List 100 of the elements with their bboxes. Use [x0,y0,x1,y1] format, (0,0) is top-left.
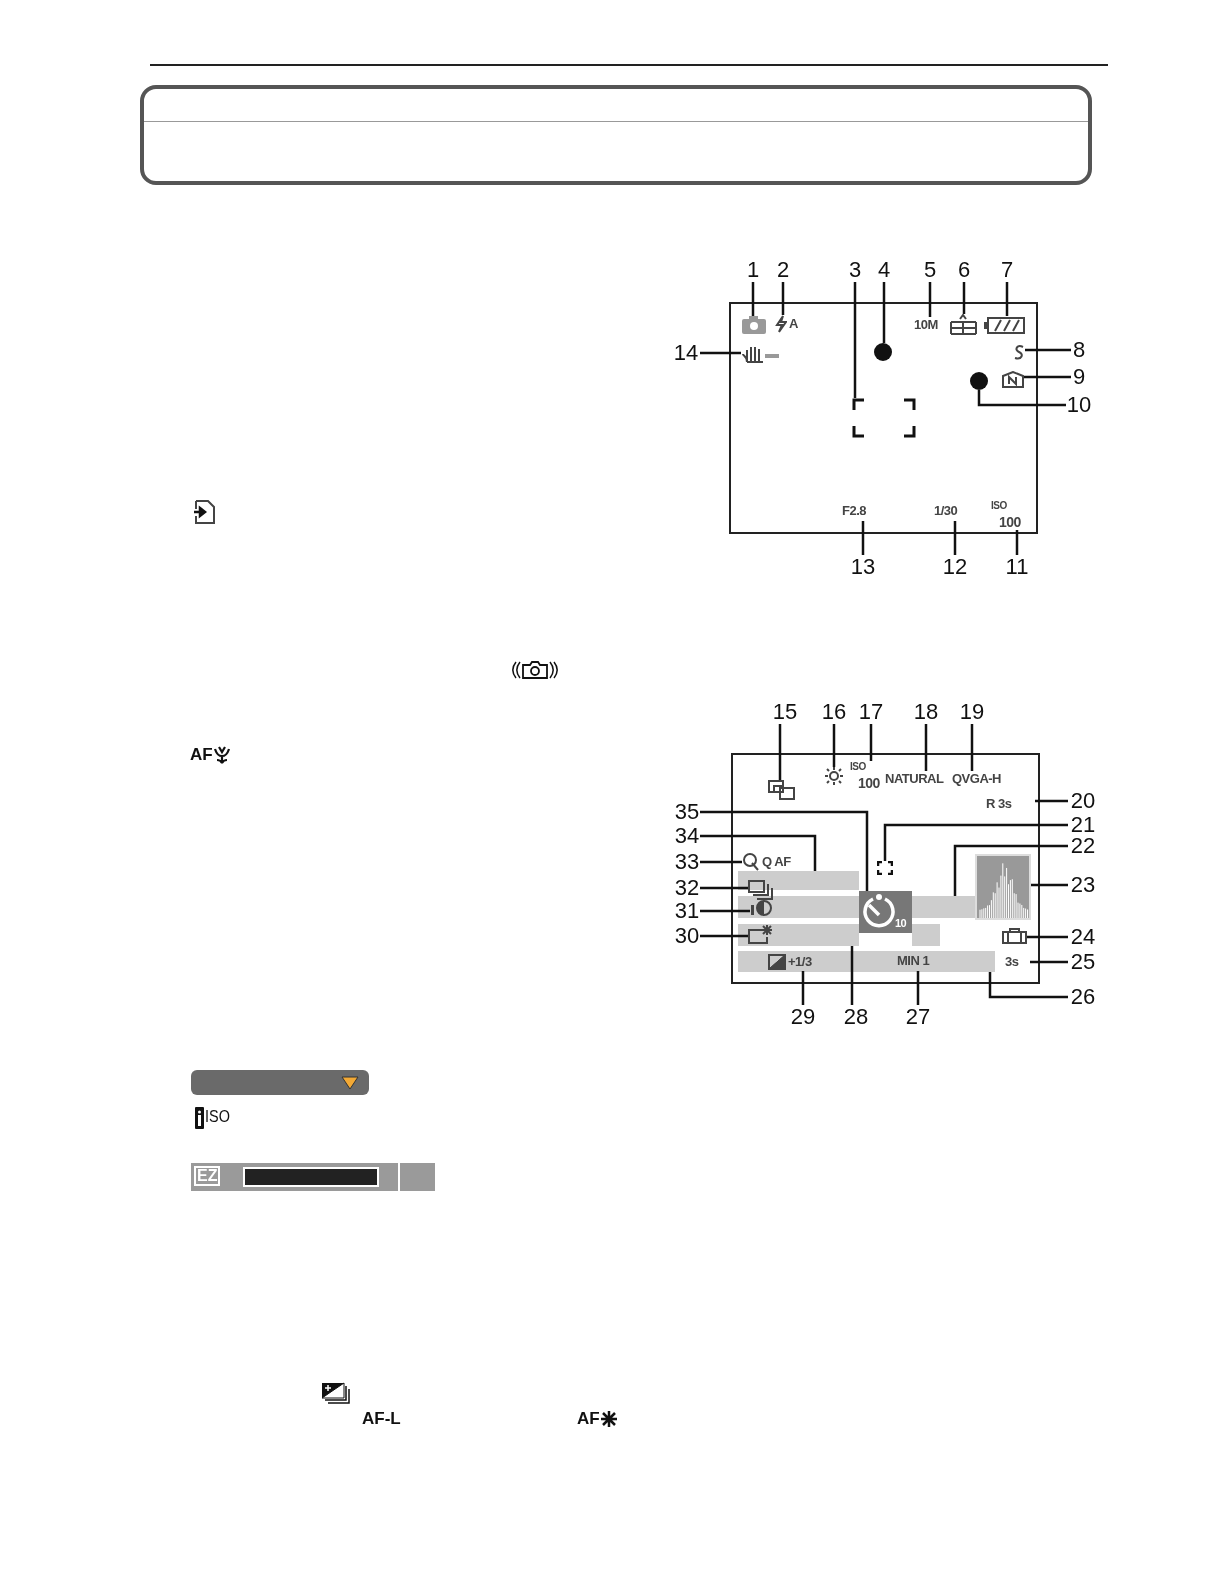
focus-frame [852,398,916,438]
battery-icon [983,316,1025,335]
display-readout: NATURAL [885,771,944,787]
screen-frame [731,753,1040,984]
callout-number: 19 [959,700,985,724]
callout-number: 17 [858,700,884,724]
leader-line [781,282,785,315]
callout-number: 8 [1071,338,1087,362]
contrast-icon [750,900,772,916]
screen-frame [729,302,1038,534]
callout-number: 15 [772,700,798,724]
leader-line [953,844,1068,896]
histogram-chart [975,854,1031,920]
leader-line [700,860,742,864]
leader-line [832,724,836,767]
display-readout: ISO [850,761,866,772]
callout-number: 7 [999,258,1015,282]
callout-number: 33 [674,850,700,874]
display-readout: 1/30 [934,503,958,519]
burst-icon [748,880,773,900]
display-band [738,871,859,890]
callout-number: 30 [674,924,700,948]
display-band [912,924,940,946]
flash-adjust-icon [748,925,773,944]
leader-line [700,351,741,355]
suitcase-icon [1002,928,1027,944]
leader-line [700,810,869,891]
self-timer-box [859,891,912,933]
leader-line [700,886,748,890]
callout-number: 10 [1066,393,1092,417]
display-readout: 100 [858,775,880,791]
callout-number: 4 [876,258,892,282]
leader-line [916,971,920,1005]
callout-number: 24 [1068,925,1098,949]
mode-icon [1013,344,1025,361]
leader-line [801,971,805,1005]
callout-number: 12 [942,555,968,579]
display-band [738,896,859,918]
callout-number: 28 [843,1005,869,1029]
icon-text: ISO [205,1107,230,1127]
callout-number: 35 [674,800,700,824]
callout-number: 1 [745,258,761,282]
display-readout: 10M [914,317,938,333]
focus-dot [970,372,988,390]
callout-number: 20 [1068,789,1098,813]
callout-number: 25 [1068,950,1098,974]
callout-number: 32 [674,876,700,900]
callout-number: 11 [1004,555,1030,579]
leader-line [751,282,755,316]
leader-line [977,390,1066,407]
leader-line [1015,530,1019,555]
callout-number: 18 [913,700,939,724]
callout-number: 9 [1071,365,1087,389]
aspect-icon [950,314,977,335]
leader-line [861,521,865,555]
display-readout: Q AF [762,854,791,869]
callout-number: 6 [956,258,972,282]
display-readout: R 3s [986,796,1012,812]
focus-dot [874,343,892,361]
leader-line [962,282,966,314]
display-readout: 100 [999,514,1021,530]
display-band [738,951,995,972]
leader-line [853,282,857,398]
leader-line [924,724,928,771]
leader-line [700,934,748,938]
camera-icon [741,316,767,335]
icon-text: AF-L [362,1409,401,1429]
scene-icon [1002,371,1024,388]
callout-number: 31 [674,899,700,923]
leader-line [1035,799,1068,803]
leader-line [869,724,873,761]
callout-number: 13 [850,555,876,579]
burst-icon [768,780,795,800]
leader-line [928,282,932,317]
callout-number: 23 [1068,873,1098,897]
callout-number: 3 [847,258,863,282]
callout-number: 26 [1068,985,1098,1009]
icon-text: EZ [194,1166,221,1186]
display-readout: 10 [895,916,907,931]
callout-number: 5 [922,258,938,282]
icon-text: AF [577,1409,600,1429]
leader-line [1024,375,1071,379]
callout-number: 21 [1068,813,1098,837]
spot-frame-icon [877,861,893,875]
stabilizer-icon [741,344,780,363]
sun-icon [825,767,843,785]
leader-line [778,724,782,780]
display-band [912,896,975,918]
callout-number: 29 [790,1005,816,1029]
leader-line [988,972,1068,999]
callout-number: 16 [821,700,847,724]
leader-line [700,834,817,871]
display-band [738,924,859,946]
leader-line [850,946,854,1005]
callout-number: 27 [905,1005,931,1029]
leader-line [1027,935,1068,939]
leader-line [882,282,886,343]
leader-line [883,823,1068,861]
leader-line [700,909,750,913]
leader-line [1025,348,1071,352]
